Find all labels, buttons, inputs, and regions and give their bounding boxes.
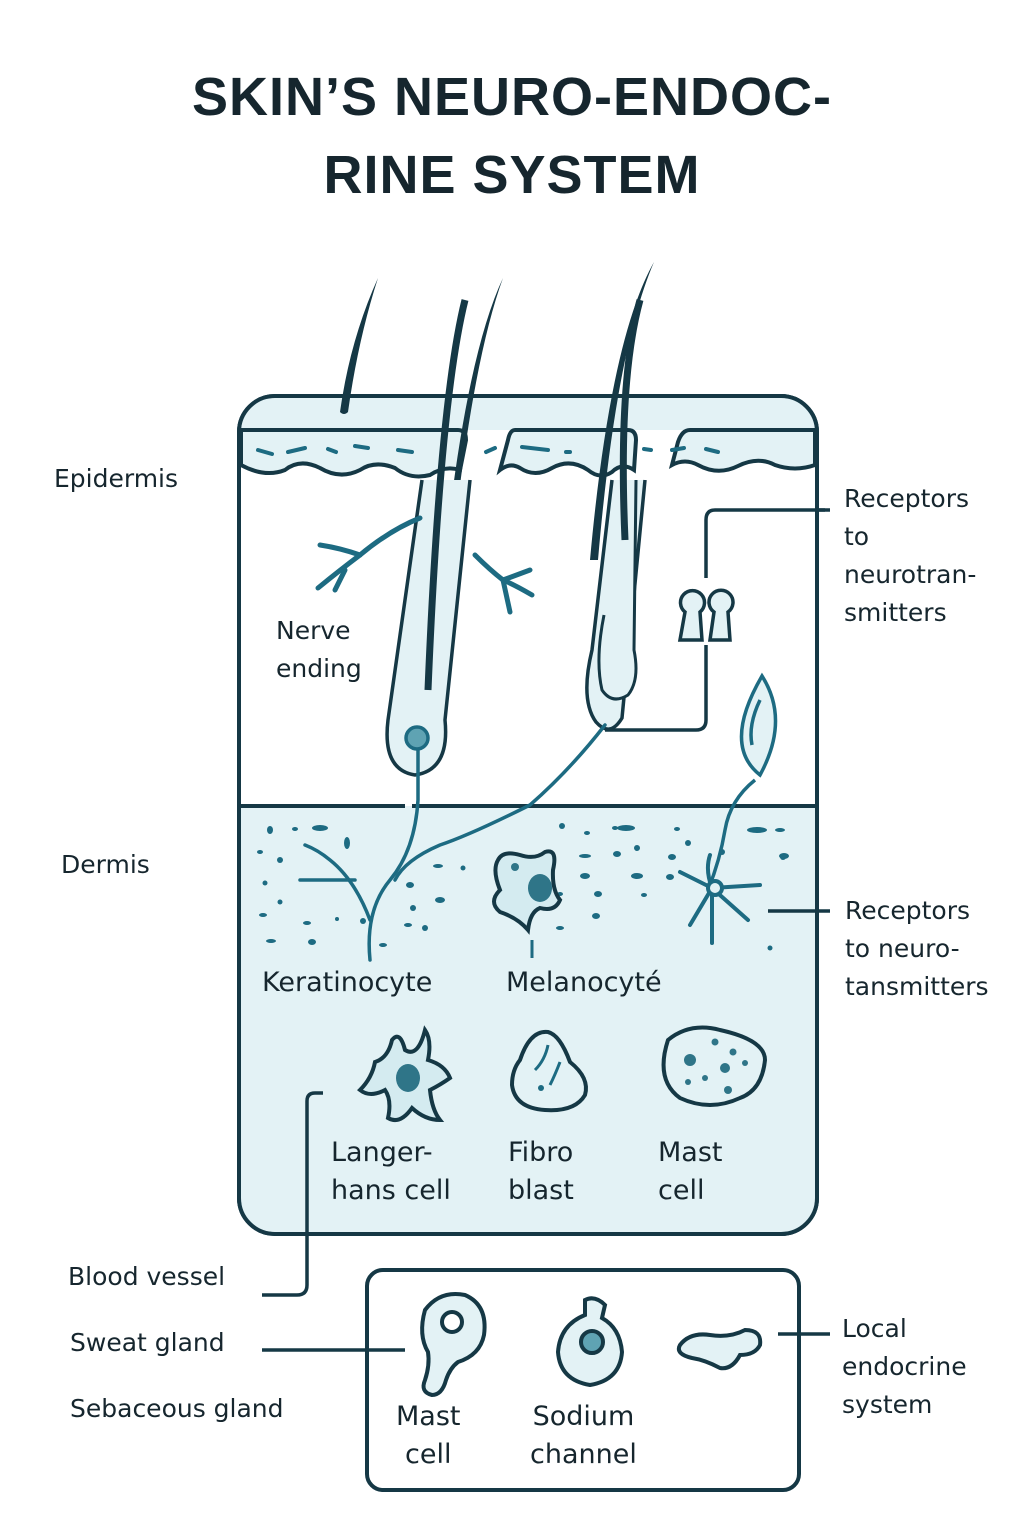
label-box-mast-cell: Mast cell — [396, 1398, 461, 1474]
label-box-mast-cell-line-2: cell — [405, 1439, 452, 1470]
label-box-mast-cell-line-1: Mast — [396, 1401, 461, 1432]
label-fibroblast: Fibro blast — [508, 1134, 574, 1210]
label-receptors-2-line-2: to neuro- — [845, 934, 960, 963]
skin-block-border — [237, 394, 819, 1236]
label-dermis: Dermis — [61, 850, 150, 879]
hair-follicle-2 — [585, 299, 647, 731]
label-nerve-ending: Nerve ending — [276, 612, 362, 688]
nerve-ending-branches — [315, 515, 535, 615]
melanocyte-cell — [492, 849, 563, 958]
label-nerve-ending-line-1: Nerve — [276, 616, 351, 645]
label-receptors-2-line-1: Receptors — [845, 896, 971, 925]
label-blood-vessel: Blood vessel — [68, 1262, 226, 1291]
label-box-sodium-channel: Sodium channel — [530, 1398, 637, 1474]
label-langerhans-cell: Langer- hans cell — [331, 1134, 451, 1210]
hair-follicle-1 — [385, 299, 472, 777]
label-receptors-2-line-3: tansmitters — [845, 972, 989, 1001]
label-epidermis: Epidermis — [54, 464, 179, 493]
receptor-icons — [677, 588, 735, 642]
label-mast-cell-line-1: Mast — [658, 1137, 723, 1168]
label-local-endocrine-line-2: endocrine — [842, 1352, 967, 1381]
endocrine-cell-icon — [676, 1327, 763, 1371]
fibroblast-cell-icon — [509, 1029, 588, 1113]
title-line-1: SKIN’S NEURO-ENDOC- — [191, 67, 833, 127]
label-box-sodium-channel-line-2: channel — [530, 1439, 637, 1470]
label-langerhans-line-2: hans cell — [331, 1175, 451, 1206]
label-local-endocrine-line-1: Local — [842, 1314, 907, 1343]
epidermis-dashes — [256, 444, 720, 456]
dendritic-nerve-cell — [678, 853, 762, 945]
label-receptors-1-line-2: to — [844, 522, 870, 551]
epidermis-section-1 — [239, 428, 469, 479]
hair-3 — [590, 262, 654, 560]
label-mast-cell-line-2: cell — [658, 1175, 705, 1206]
receptor-keyhole-2 — [707, 588, 735, 642]
mast-cell-icon — [661, 1025, 768, 1107]
label-sebaceous-gland: Sebaceous gland — [70, 1394, 284, 1423]
label-fibroblast-line-1: Fibro — [508, 1137, 574, 1168]
label-receptors-1-line-4: smitters — [844, 598, 947, 627]
label-keratinocyte: Keratinocyte — [262, 967, 433, 998]
label-nerve-ending-line-2: ending — [276, 654, 362, 683]
leaf-nerve-ending — [706, 672, 778, 891]
title-line-2: RINE SYSTEM — [323, 145, 701, 205]
epidermis-section-3 — [668, 428, 817, 473]
label-receptors-neurotransmitters-2: Receptors to neuro- tansmitters — [845, 892, 989, 1006]
receptor-keyhole-1 — [677, 588, 707, 642]
label-melanocyte: Melanocyté — [506, 967, 662, 998]
label-local-endocrine-system: Local endocrine system — [842, 1310, 967, 1424]
gland-mast-cell-icon — [420, 1292, 487, 1398]
epidermis-layers — [239, 428, 817, 479]
label-receptors-1-line-1: Receptors — [844, 484, 970, 513]
langerhans-cell-icon — [357, 1025, 453, 1123]
dermis-region — [241, 806, 815, 1232]
receptor-connector — [605, 508, 825, 732]
label-receptors-neurotransmitters-1: Receptors to neurotran- smitters — [844, 480, 976, 632]
stratum-corneum — [241, 398, 815, 430]
hair-1 — [340, 278, 378, 414]
bottom-box — [262, 1268, 830, 1492]
label-mast-cell: Mast cell — [658, 1134, 723, 1210]
blood-vessel-leader — [262, 1091, 323, 1297]
skin-block — [237, 394, 819, 1236]
label-sweat-gland: Sweat gland — [70, 1328, 225, 1357]
nerve-fibers — [298, 723, 607, 962]
dermis-speckles — [257, 823, 789, 951]
label-local-endocrine-line-3: system — [842, 1390, 933, 1419]
label-receptors-1-line-3: neurotran- — [844, 560, 977, 589]
label-fibroblast-line-2: blast — [508, 1175, 574, 1206]
diagram-title: SKIN’S NEURO-ENDOC- RINE SYSTEM — [0, 58, 1024, 214]
label-langerhans-line-1: Langer- — [331, 1137, 433, 1168]
label-box-sodium-channel-line-1: Sodium — [532, 1401, 635, 1432]
follicle-bulb-1 — [404, 725, 430, 751]
